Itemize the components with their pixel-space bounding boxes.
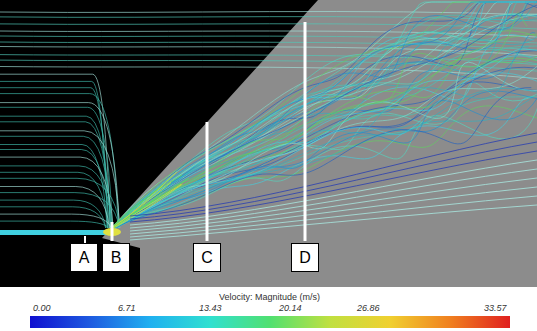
streamline <box>0 107 113 228</box>
section-letter: A <box>79 249 90 267</box>
streamline <box>0 221 109 228</box>
streamline <box>112 33 535 232</box>
streamline <box>112 2 537 231</box>
streamline <box>112 14 537 231</box>
streamline <box>112 49 537 231</box>
streamline <box>0 131 120 228</box>
section-letter: B <box>111 249 122 267</box>
tick-value: 20.14 <box>279 303 302 313</box>
streamline <box>130 133 537 216</box>
streamline <box>112 21 537 231</box>
streamline <box>130 151 537 222</box>
streamline <box>0 207 106 228</box>
color-bar <box>30 316 510 328</box>
streamline <box>130 205 537 240</box>
streamline <box>112 73 537 231</box>
streamline <box>112 2 525 231</box>
streamline <box>112 62 537 231</box>
streamline <box>112 2 537 231</box>
streamline <box>0 94 118 228</box>
streamline <box>0 214 111 228</box>
streamline <box>112 106 537 231</box>
streamline <box>130 187 537 234</box>
section-line <box>111 222 114 241</box>
streamline <box>112 2 537 231</box>
section-line <box>304 22 307 241</box>
section-label-box: D <box>291 243 319 272</box>
tick-value: 6.71 <box>118 303 136 313</box>
streamline <box>112 44 537 231</box>
section-label-box: A <box>70 243 98 272</box>
streamline <box>0 103 119 228</box>
streamline <box>0 74 110 228</box>
streamline <box>0 166 112 228</box>
tick-value: 0.00 <box>33 303 51 313</box>
streamline <box>0 193 119 228</box>
streamline <box>112 75 537 231</box>
streamline <box>112 35 534 231</box>
streamline <box>108 182 171 231</box>
streamline <box>112 2 527 231</box>
streamline <box>112 34 537 231</box>
streamline <box>0 55 537 65</box>
streamline <box>130 142 537 219</box>
streamline <box>112 2 537 231</box>
section-letter: D <box>299 249 311 267</box>
streamline <box>0 178 120 228</box>
section-label-box: C <box>193 243 221 272</box>
streamline <box>0 11 537 15</box>
tick-value: 13.43 <box>199 303 222 313</box>
streamline <box>0 122 111 228</box>
streamline <box>112 2 537 231</box>
section-line <box>84 236 86 243</box>
streamline <box>130 169 537 228</box>
streamline <box>112 82 537 231</box>
streamline <box>130 196 537 237</box>
streamline <box>112 61 537 232</box>
streamline <box>112 2 530 231</box>
streamline <box>112 88 531 231</box>
streamline <box>108 172 177 231</box>
grey-wall-region <box>102 0 537 287</box>
streamline <box>130 178 537 231</box>
section-letter: C <box>201 249 213 267</box>
inlet-jet <box>0 230 106 235</box>
tick-value: 26.86 <box>357 303 380 313</box>
streamline <box>112 2 537 231</box>
streamline <box>112 13 537 231</box>
streamline <box>112 31 537 231</box>
section-line <box>206 122 209 241</box>
streamline <box>0 24 537 29</box>
section-label-box: B <box>102 243 130 272</box>
streamline <box>112 2 529 231</box>
streamline <box>112 4 537 231</box>
streamline <box>108 175 182 231</box>
tick-value: 33.57 <box>484 303 507 313</box>
streamlines <box>0 2 537 240</box>
colorbar-title: Velocity: Magnitude (m/s) <box>219 292 320 302</box>
streamline <box>0 47 537 56</box>
streamline <box>112 2 537 231</box>
streamline <box>112 49 537 231</box>
streamline <box>112 67 537 231</box>
